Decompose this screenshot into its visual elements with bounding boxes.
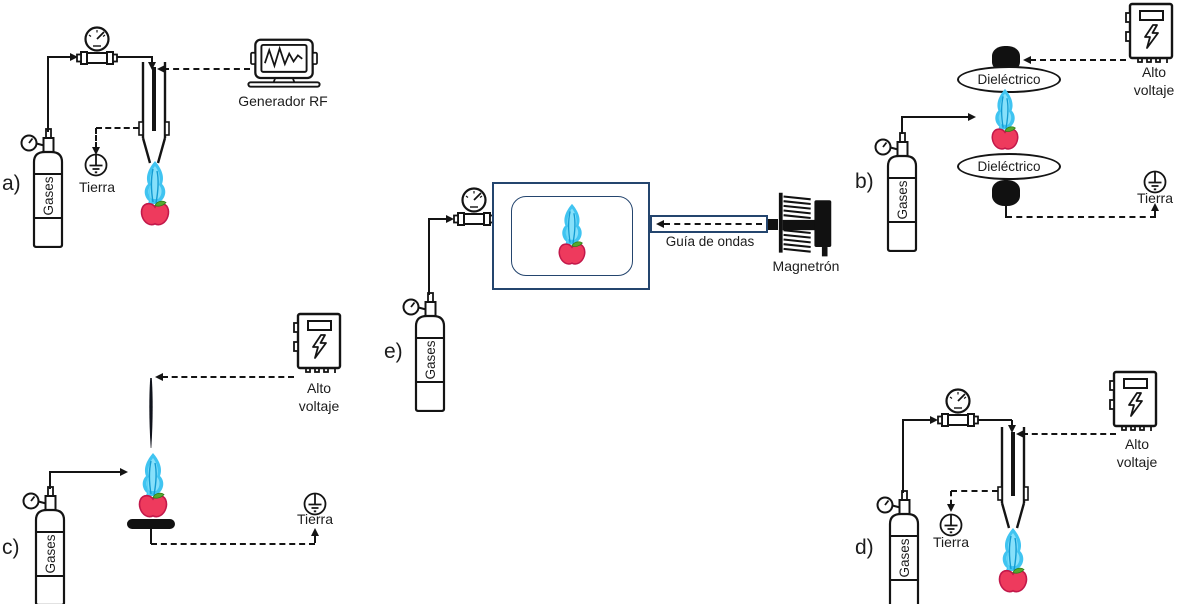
pressure-regulator-icon — [936, 388, 980, 430]
panel-letter-b: b) — [855, 170, 874, 193]
plasma-apple-icon — [555, 198, 589, 272]
high-voltage-label: Alto voltaje — [1133, 64, 1175, 98]
rf-line-arrow — [157, 64, 165, 73]
gas-flow-arrow — [1007, 425, 1016, 433]
gas-flow-arrow — [446, 214, 454, 223]
gas-cylinder-label: Gases — [896, 538, 912, 578]
ground-dashed-line — [1153, 210, 1156, 218]
plasma-torch-icon — [997, 427, 1029, 531]
ground-dashed-line — [951, 489, 998, 492]
ground-line-arrow — [1150, 203, 1159, 211]
gas-flow-arrow — [147, 62, 156, 70]
gas-line — [150, 56, 154, 64]
high-voltage-box-icon — [1124, 2, 1176, 66]
ground-label: Tierra — [1136, 190, 1174, 206]
magnetron-icon — [777, 189, 835, 262]
gas-cylinder-label: Gases — [42, 534, 58, 574]
gas-line — [48, 470, 120, 474]
gas-cylinder-label: Gases — [40, 176, 56, 216]
high-voltage-label: Alto voltaje — [1116, 436, 1158, 470]
panel-letter-a: a) — [2, 172, 21, 195]
rf-dashed-line — [163, 67, 250, 70]
gas-line — [46, 56, 49, 132]
rf-generator-label: Generador RF — [238, 93, 328, 109]
microwave-dashed-line — [664, 222, 762, 225]
rf-generator-icon — [244, 38, 324, 88]
gas-line — [427, 219, 431, 295]
ground-line-arrow — [310, 528, 319, 536]
gas-flow-arrow — [70, 52, 78, 61]
dielectric-disc-bottom: Dieléctrico — [957, 153, 1061, 180]
gas-flow-arrow — [120, 467, 128, 476]
waveguide-connector — [768, 219, 778, 230]
hv-line-arrow — [1016, 429, 1024, 438]
panel-letter-c: c) — [2, 536, 20, 559]
hv-line-arrow — [155, 372, 163, 381]
ground-dashed-line — [313, 536, 316, 543]
high-voltage-box-icon — [292, 312, 344, 376]
hv-dashed-line — [1022, 432, 1116, 435]
hv-dashed-line — [1030, 58, 1126, 61]
gas-line — [900, 117, 904, 134]
pressure-regulator-icon — [452, 187, 496, 229]
ground-label: Tierra — [78, 179, 116, 195]
gas-line — [900, 115, 968, 119]
ground-symbol-icon — [83, 151, 109, 177]
gas-flow-arrow — [968, 112, 976, 121]
pressure-regulator-icon — [75, 26, 119, 68]
gas-line — [901, 418, 930, 422]
plasma-apple-icon — [988, 87, 1022, 153]
gas-cylinder-label: Gases — [894, 180, 910, 220]
plate-stub-line — [149, 529, 153, 544]
ground-dashed-line — [94, 128, 97, 148]
panel-letter-e: e) — [384, 340, 403, 363]
gas-flow-arrow — [930, 415, 938, 424]
high-voltage-box-icon — [1108, 370, 1160, 434]
magnetron-label: Magnetrón — [772, 258, 840, 274]
gas-cylinder-label: Gases — [422, 340, 438, 380]
gas-line — [901, 420, 905, 493]
plasma-apple-icon — [135, 452, 171, 520]
gas-line — [48, 472, 52, 489]
hv-dashed-line — [162, 375, 294, 378]
ground-dashed-line — [151, 542, 315, 545]
ground-dashed-line — [949, 491, 952, 505]
high-voltage-label: Alto voltaje — [298, 380, 340, 414]
hv-line-arrow — [1023, 55, 1031, 64]
ground-label: Tierra — [296, 511, 334, 527]
ground-dashed-line — [1006, 216, 1156, 218]
ground-line-arrow — [91, 147, 100, 155]
electrode-bottom — [992, 180, 1020, 206]
dielectric-top-label: Dieléctrico — [977, 72, 1041, 87]
plasma-torch-icon — [138, 62, 170, 166]
dielectric-bottom-label: Dieléctrico — [977, 159, 1041, 174]
ground-plate — [127, 519, 175, 529]
gas-line — [46, 56, 71, 59]
ground-dashed-line — [96, 126, 139, 129]
ground-label: Tierra — [932, 534, 970, 550]
plasma-apple-icon — [137, 160, 173, 228]
plasma-apple-icon — [995, 526, 1031, 596]
panel-letter-d: d) — [855, 536, 874, 559]
gas-line — [978, 418, 1012, 422]
gas-line — [1010, 420, 1014, 426]
gas-line — [117, 56, 153, 59]
microwave-arrow — [656, 219, 664, 228]
ground-line-arrow — [946, 504, 955, 512]
electrode-stub-line — [1004, 206, 1008, 218]
gas-line — [427, 217, 446, 221]
waveguide-label: Guía de ondas — [665, 234, 755, 249]
dielectric-disc-top: Dieléctrico — [957, 66, 1061, 93]
needle-electrode-icon — [147, 378, 155, 450]
